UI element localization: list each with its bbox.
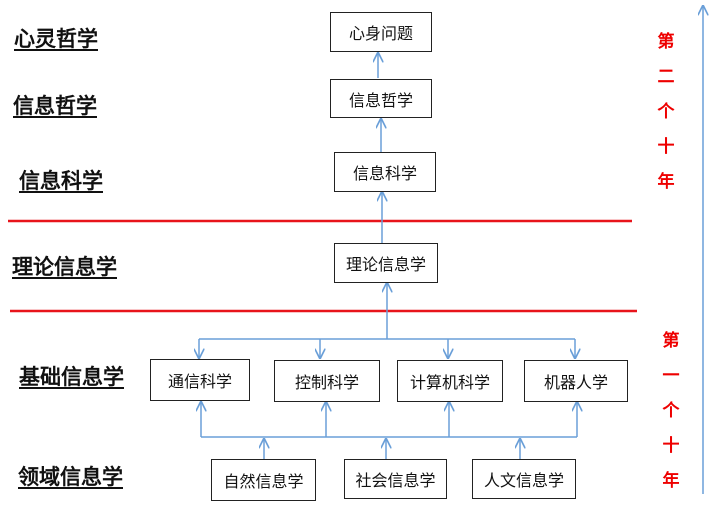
period-first-char: 个 — [662, 401, 680, 421]
period-second-char: 年 — [657, 172, 675, 192]
level-label-theoretical-info: 理论信息学 — [12, 254, 117, 279]
node-natural-info: 自然信息学 — [211, 459, 316, 501]
period-second-char: 个 — [657, 102, 675, 122]
level-label-mind-philosophy: 心灵哲学 — [14, 26, 98, 51]
level-label-basic-info: 基础信息学 — [19, 364, 124, 389]
period-second-char: 二 — [657, 67, 675, 87]
node-robotics: 机器人学 — [524, 360, 628, 402]
period-first-char: 年 — [662, 471, 680, 491]
node-mind-body: 心身问题 — [330, 12, 432, 52]
node-control: 控制科学 — [274, 360, 380, 402]
node-humanities-info: 人文信息学 — [472, 459, 576, 499]
node-theoretical-info: 理论信息学 — [334, 243, 438, 283]
period-first-char: 十 — [662, 436, 680, 456]
node-computer: 计算机科学 — [397, 360, 503, 402]
period-second-decade: 第 二 个 十 年 — [654, 34, 678, 209]
period-first-char: 一 — [662, 366, 680, 386]
period-first-char: 第 — [662, 331, 680, 351]
node-info-philosophy: 信息哲学 — [330, 79, 432, 118]
period-second-char: 十 — [657, 137, 675, 157]
level-label-domain-info: 领域信息学 — [18, 464, 123, 489]
node-social-info: 社会信息学 — [344, 459, 447, 499]
node-communication: 通信科学 — [150, 359, 250, 401]
node-info-science: 信息科学 — [334, 152, 436, 192]
period-second-char: 第 — [657, 32, 675, 52]
period-first-decade: 第 一 个 十 年 — [659, 333, 683, 508]
level-label-info-philosophy: 信息哲学 — [13, 93, 97, 118]
level-label-info-science: 信息科学 — [19, 168, 103, 193]
